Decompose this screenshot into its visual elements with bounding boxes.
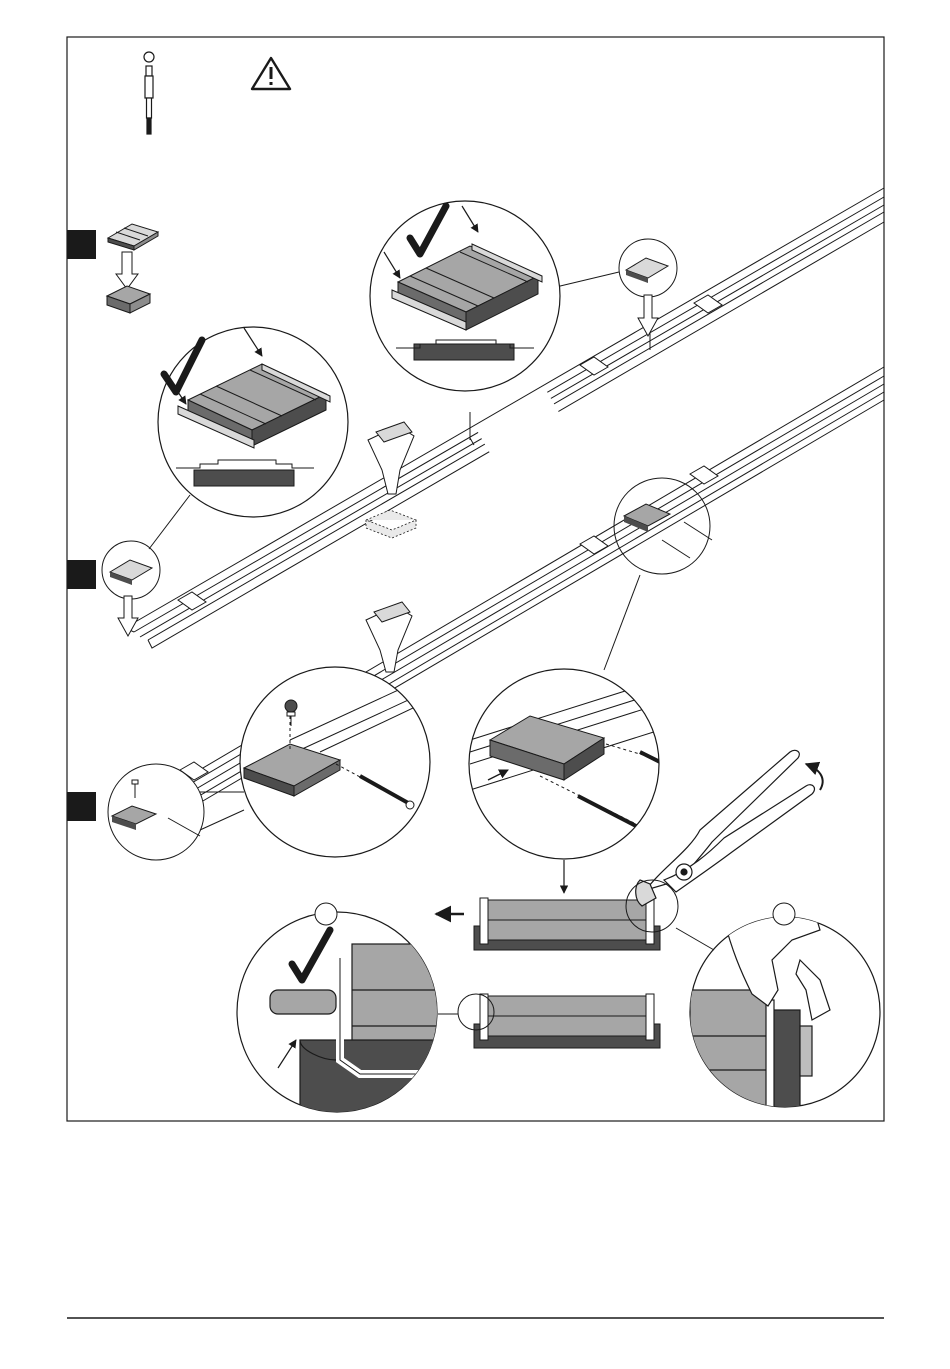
- ghost-block: [366, 510, 416, 538]
- step-marker-3: [67, 792, 96, 821]
- detail-callout-5: [237, 903, 460, 1120]
- detail-callout-3: [240, 667, 430, 857]
- callout-small-step3: [108, 764, 244, 860]
- gutter-bracket-2: [366, 602, 412, 672]
- detail-callout-2: [370, 201, 560, 391]
- warning-icon: [252, 58, 290, 89]
- tool-icon: [144, 52, 154, 134]
- callout-small-step1: [556, 239, 677, 336]
- detail-callout-1: [158, 327, 348, 517]
- callout-small-step2: [102, 495, 190, 636]
- detail-callout-6: [650, 903, 880, 1120]
- step-marker-2: [67, 560, 96, 589]
- detail-callout-4: [469, 669, 660, 893]
- step-marker-1: [67, 230, 96, 259]
- step1-part-illustration: [107, 224, 158, 313]
- magnifier-circle: [604, 478, 712, 670]
- side-view-assembly-2: [438, 994, 660, 1048]
